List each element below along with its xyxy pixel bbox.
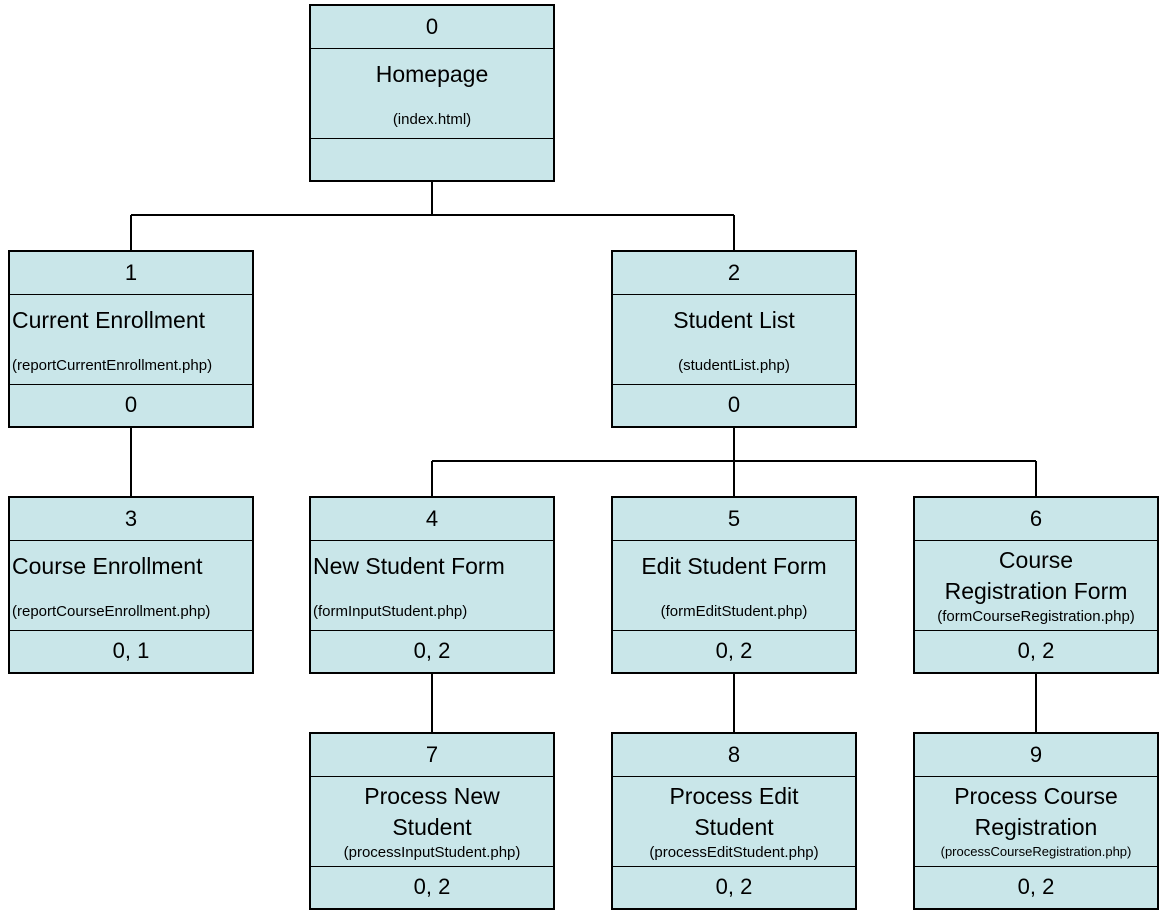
node-number: 5: [613, 498, 855, 541]
node-title: Student List: [673, 307, 795, 333]
node-filename: (formCourseRegistration.php): [937, 608, 1135, 625]
node-number: 2: [613, 252, 855, 295]
node-references: 0, 2: [1017, 637, 1055, 663]
node-number: 0: [311, 6, 553, 49]
node-references: 0: [727, 391, 741, 417]
node-filename: (processInputStudent.php): [343, 844, 521, 861]
node-filename: (formInputStudent.php): [313, 603, 468, 620]
node-references: 0, 2: [1017, 873, 1055, 899]
node-title-section: Course Enrollment (reportCourseEnrollment…: [10, 541, 252, 631]
node-references: 0, 2: [715, 873, 753, 899]
node-title-section: Current Enrollment (reportCurrentEnrollme…: [10, 295, 252, 385]
node-title: Course Enrollment: [12, 553, 203, 579]
node-filename: (studentList.php): [678, 357, 790, 374]
node-references: 0, 2: [715, 637, 753, 663]
node-title: Edit Student Form: [641, 553, 827, 579]
node-number: 7: [311, 734, 553, 777]
node-filename: (reportCourseEnrollment.php): [12, 603, 211, 620]
node-references: 0, 2: [413, 873, 451, 899]
node-number: 9: [915, 734, 1157, 777]
node-filename: (processEditStudent.php): [649, 844, 819, 861]
node-title-section: Homepage (index.html): [311, 49, 553, 139]
node-title: Homepage: [375, 61, 489, 87]
node-number: 3: [10, 498, 252, 541]
node-references: 0, 2: [413, 637, 451, 663]
node-filename: (processCourseRegistration.php): [940, 844, 1132, 859]
node-title-section: Student List (studentList.php): [613, 295, 855, 385]
node-references: [311, 137, 553, 180]
node-title: New Student Form: [313, 553, 505, 579]
node-title-section: Edit Student Form (formEditStudent.php): [613, 541, 855, 631]
node-references: 0: [124, 391, 138, 417]
node-number: 4: [311, 498, 553, 541]
node-references: 0, 1: [112, 637, 150, 663]
node-filename: (formEditStudent.php): [660, 603, 808, 620]
node-title-section: New Student Form (formInputStudent.php): [311, 541, 553, 631]
node-number: 6: [915, 498, 1157, 541]
node-number: 1: [10, 252, 252, 295]
node-title: Current Enrollment: [12, 307, 206, 333]
node-filename: (index.html): [392, 111, 472, 128]
node-number: 8: [613, 734, 855, 777]
node-filename: (reportCurrentEnrollment.php): [12, 357, 213, 374]
